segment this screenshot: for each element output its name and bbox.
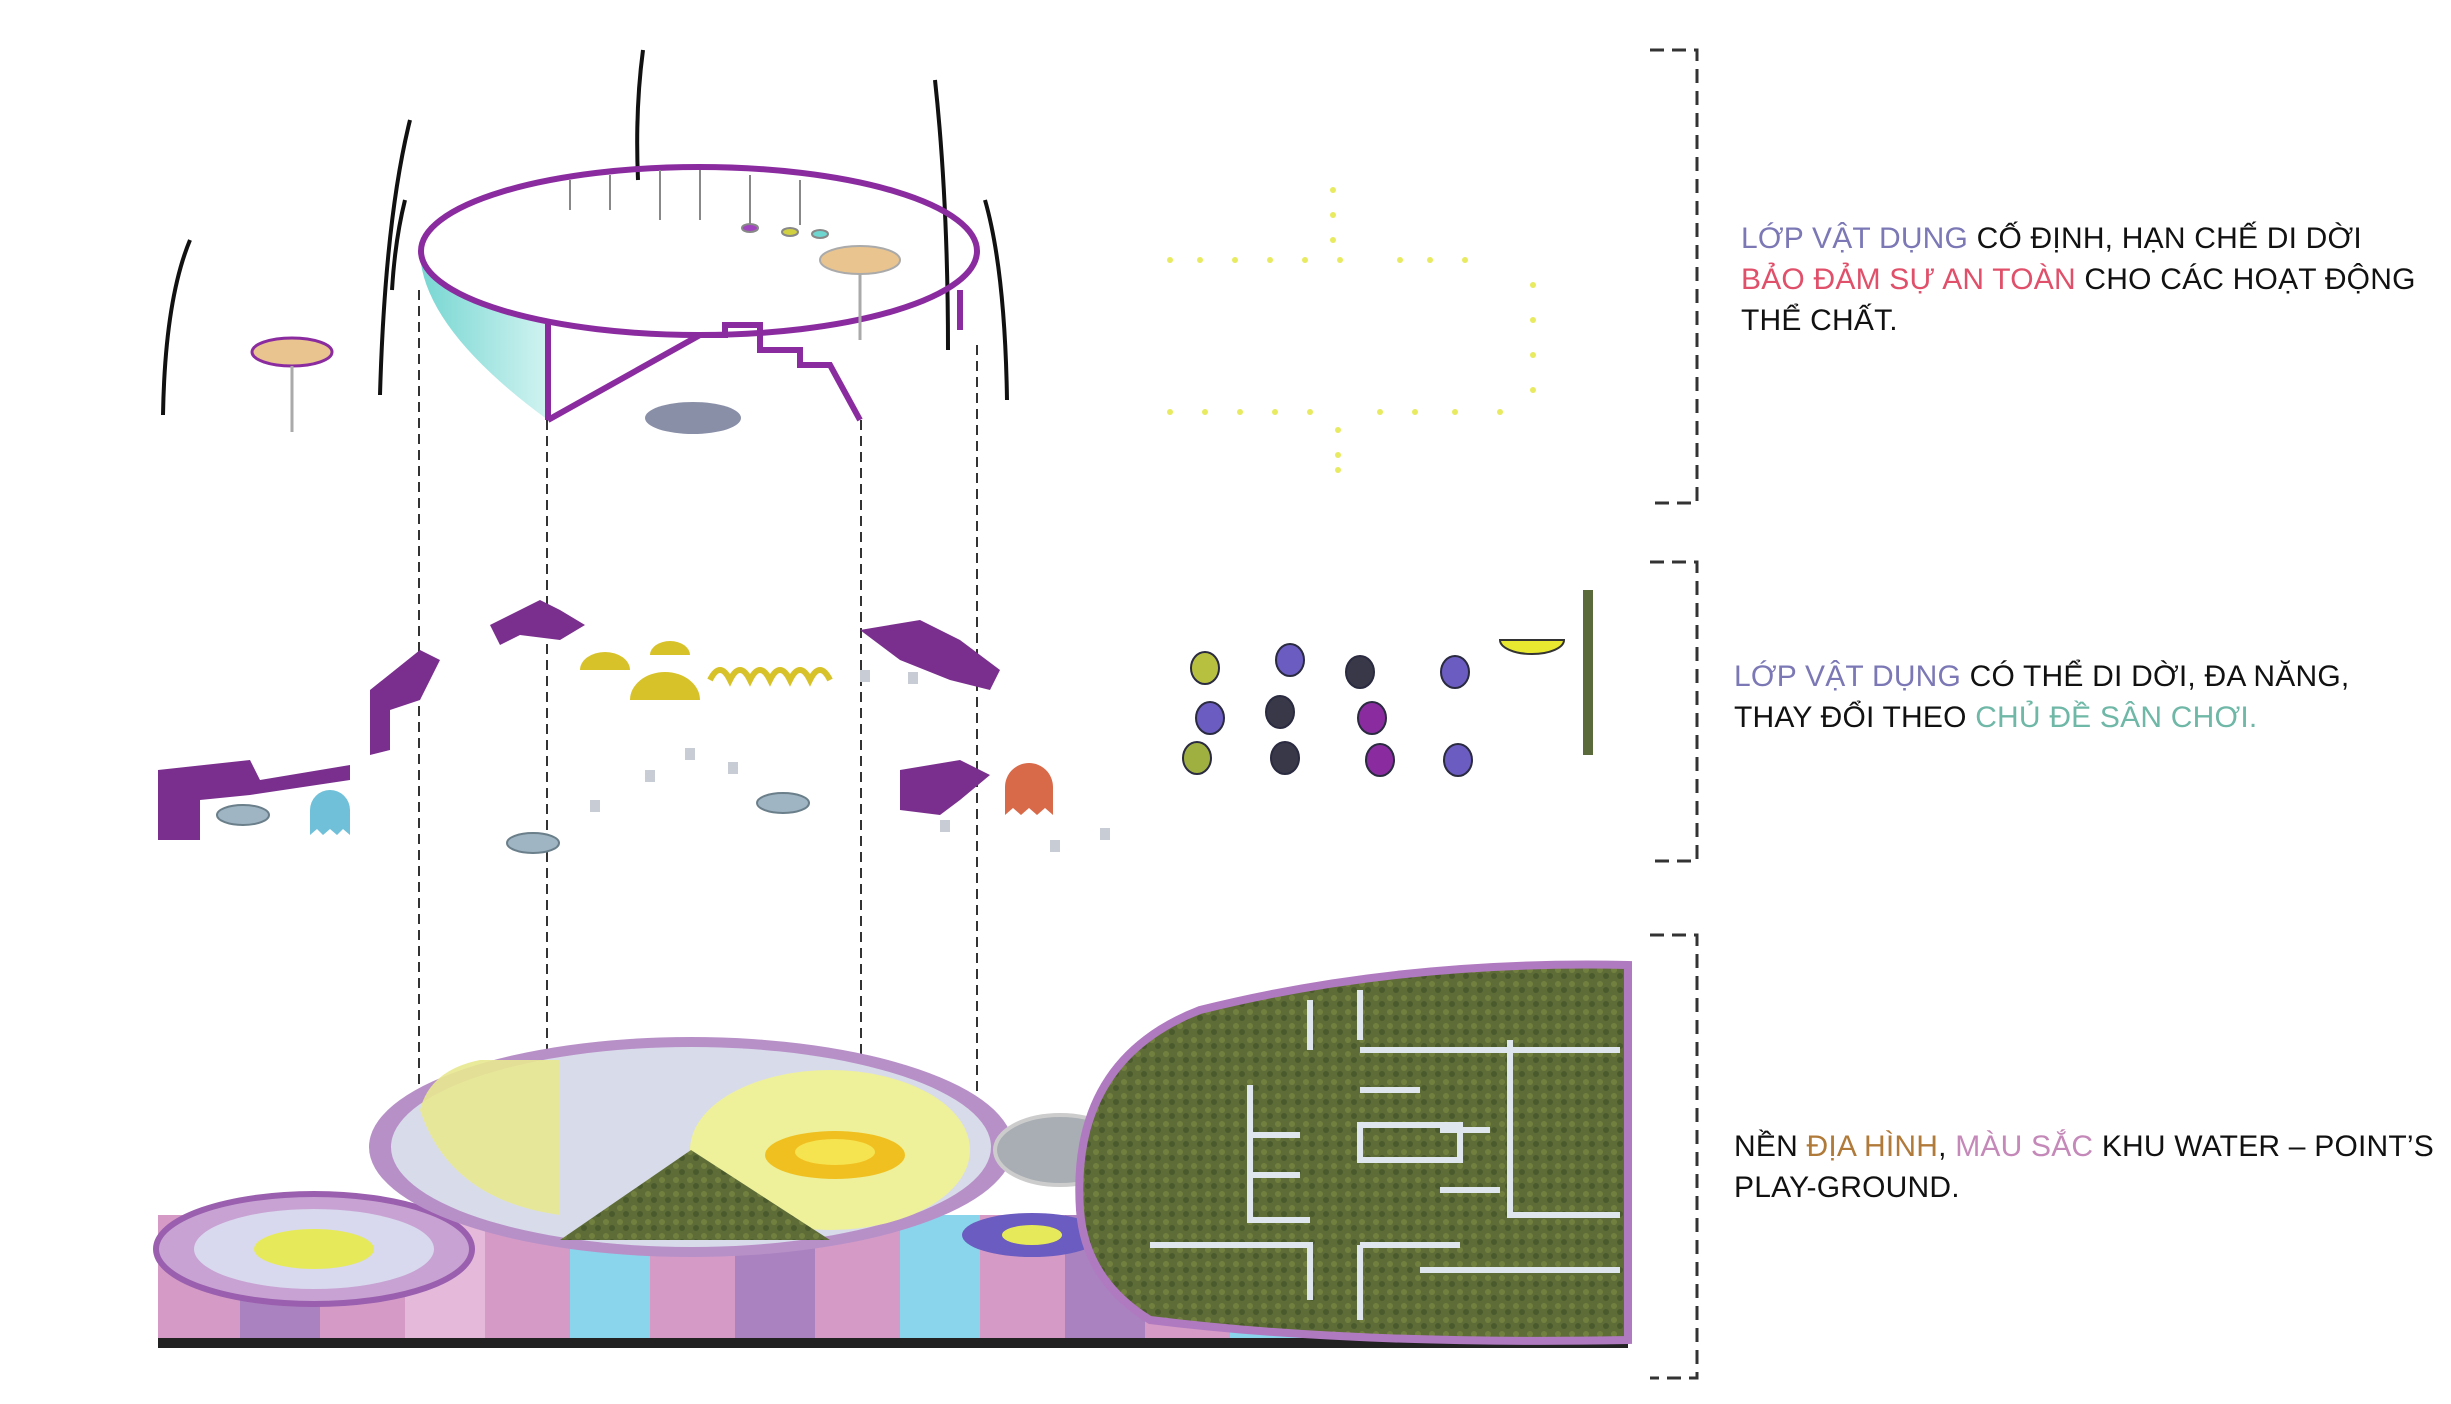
ghost-orange [1005,763,1053,815]
stepping-discs [216,792,810,854]
caption-highlight: LỚP VẬT DỤNG [1734,660,1962,693]
bracket-movable-layer [1650,560,1699,863]
grass-triangle [560,1150,830,1240]
ghost-blue [310,790,350,835]
caption-text: KHU WATER – POINT’S PLAY-GROUND. [1734,1130,2434,1204]
movable-layer-caption: LỚP VẬT DỤNG CÓ THỂ DI DỜI, ĐA NĂNG, THA… [1734,656,2434,738]
checker-floor [420,1060,560,1215]
bracket-fixed-layer [1650,48,1699,505]
vertical-panel [1583,590,1593,755]
pacman-table-left [250,336,334,368]
caption-highlight: LỚP VẬT DỤNG [1741,222,1969,255]
caption-highlight: CHỦ ĐỀ SÂN CHƠI. [1975,701,2258,734]
lamp-posts [161,49,1009,416]
caption-highlight: ĐỊA HÌNH [1806,1130,1939,1163]
bean-bag-seats [1182,643,1473,777]
pacman-table-right [819,245,901,275]
swings [569,170,829,239]
pacman-seat [1498,639,1566,655]
curved-bench [645,402,741,434]
caption-text: , [1938,1130,1956,1163]
caption-text: CÓ THỂ DI DỜI, ĐA NĂNG, THAY ĐỔI THEO [1734,660,2350,734]
small-stools [590,670,1110,852]
fixed-layer-caption: LỚP VẬT DỤNG CỐ ĐỊNH, HẠN CHẾ DI DỜI BẢO… [1741,218,2421,341]
ground-layer [153,960,1632,1348]
caption-highlight: MÀU SẮC [1955,1130,2094,1163]
bracket-ground-layer [1650,933,1699,1380]
fixed-equipment-layer [161,49,1536,473]
caption-text: CHO CÁC HOẠT ĐỘNG THỂ CHẤT. [1741,263,2416,337]
caption-text: CỐ ĐỊNH, HẠN CHẾ DI DỜI [1968,222,2362,255]
ground-layer-caption: NỀN ĐỊA HÌNH, MÀU SẮC KHU WATER – POINT’… [1734,1126,2434,1208]
movable-equipment-layer [158,590,1593,854]
maze-garden [1075,960,1632,1345]
yellow-domes [580,641,700,700]
yellow-arches [707,667,833,687]
yellow-dot-path [1167,187,1536,473]
caption-text: NỀN [1734,1130,1807,1163]
purple-blocks [158,600,1000,840]
caption-highlight: BẢO ĐẢM SỰ AN TOÀN [1741,263,2076,296]
fence-ring [418,164,980,423]
